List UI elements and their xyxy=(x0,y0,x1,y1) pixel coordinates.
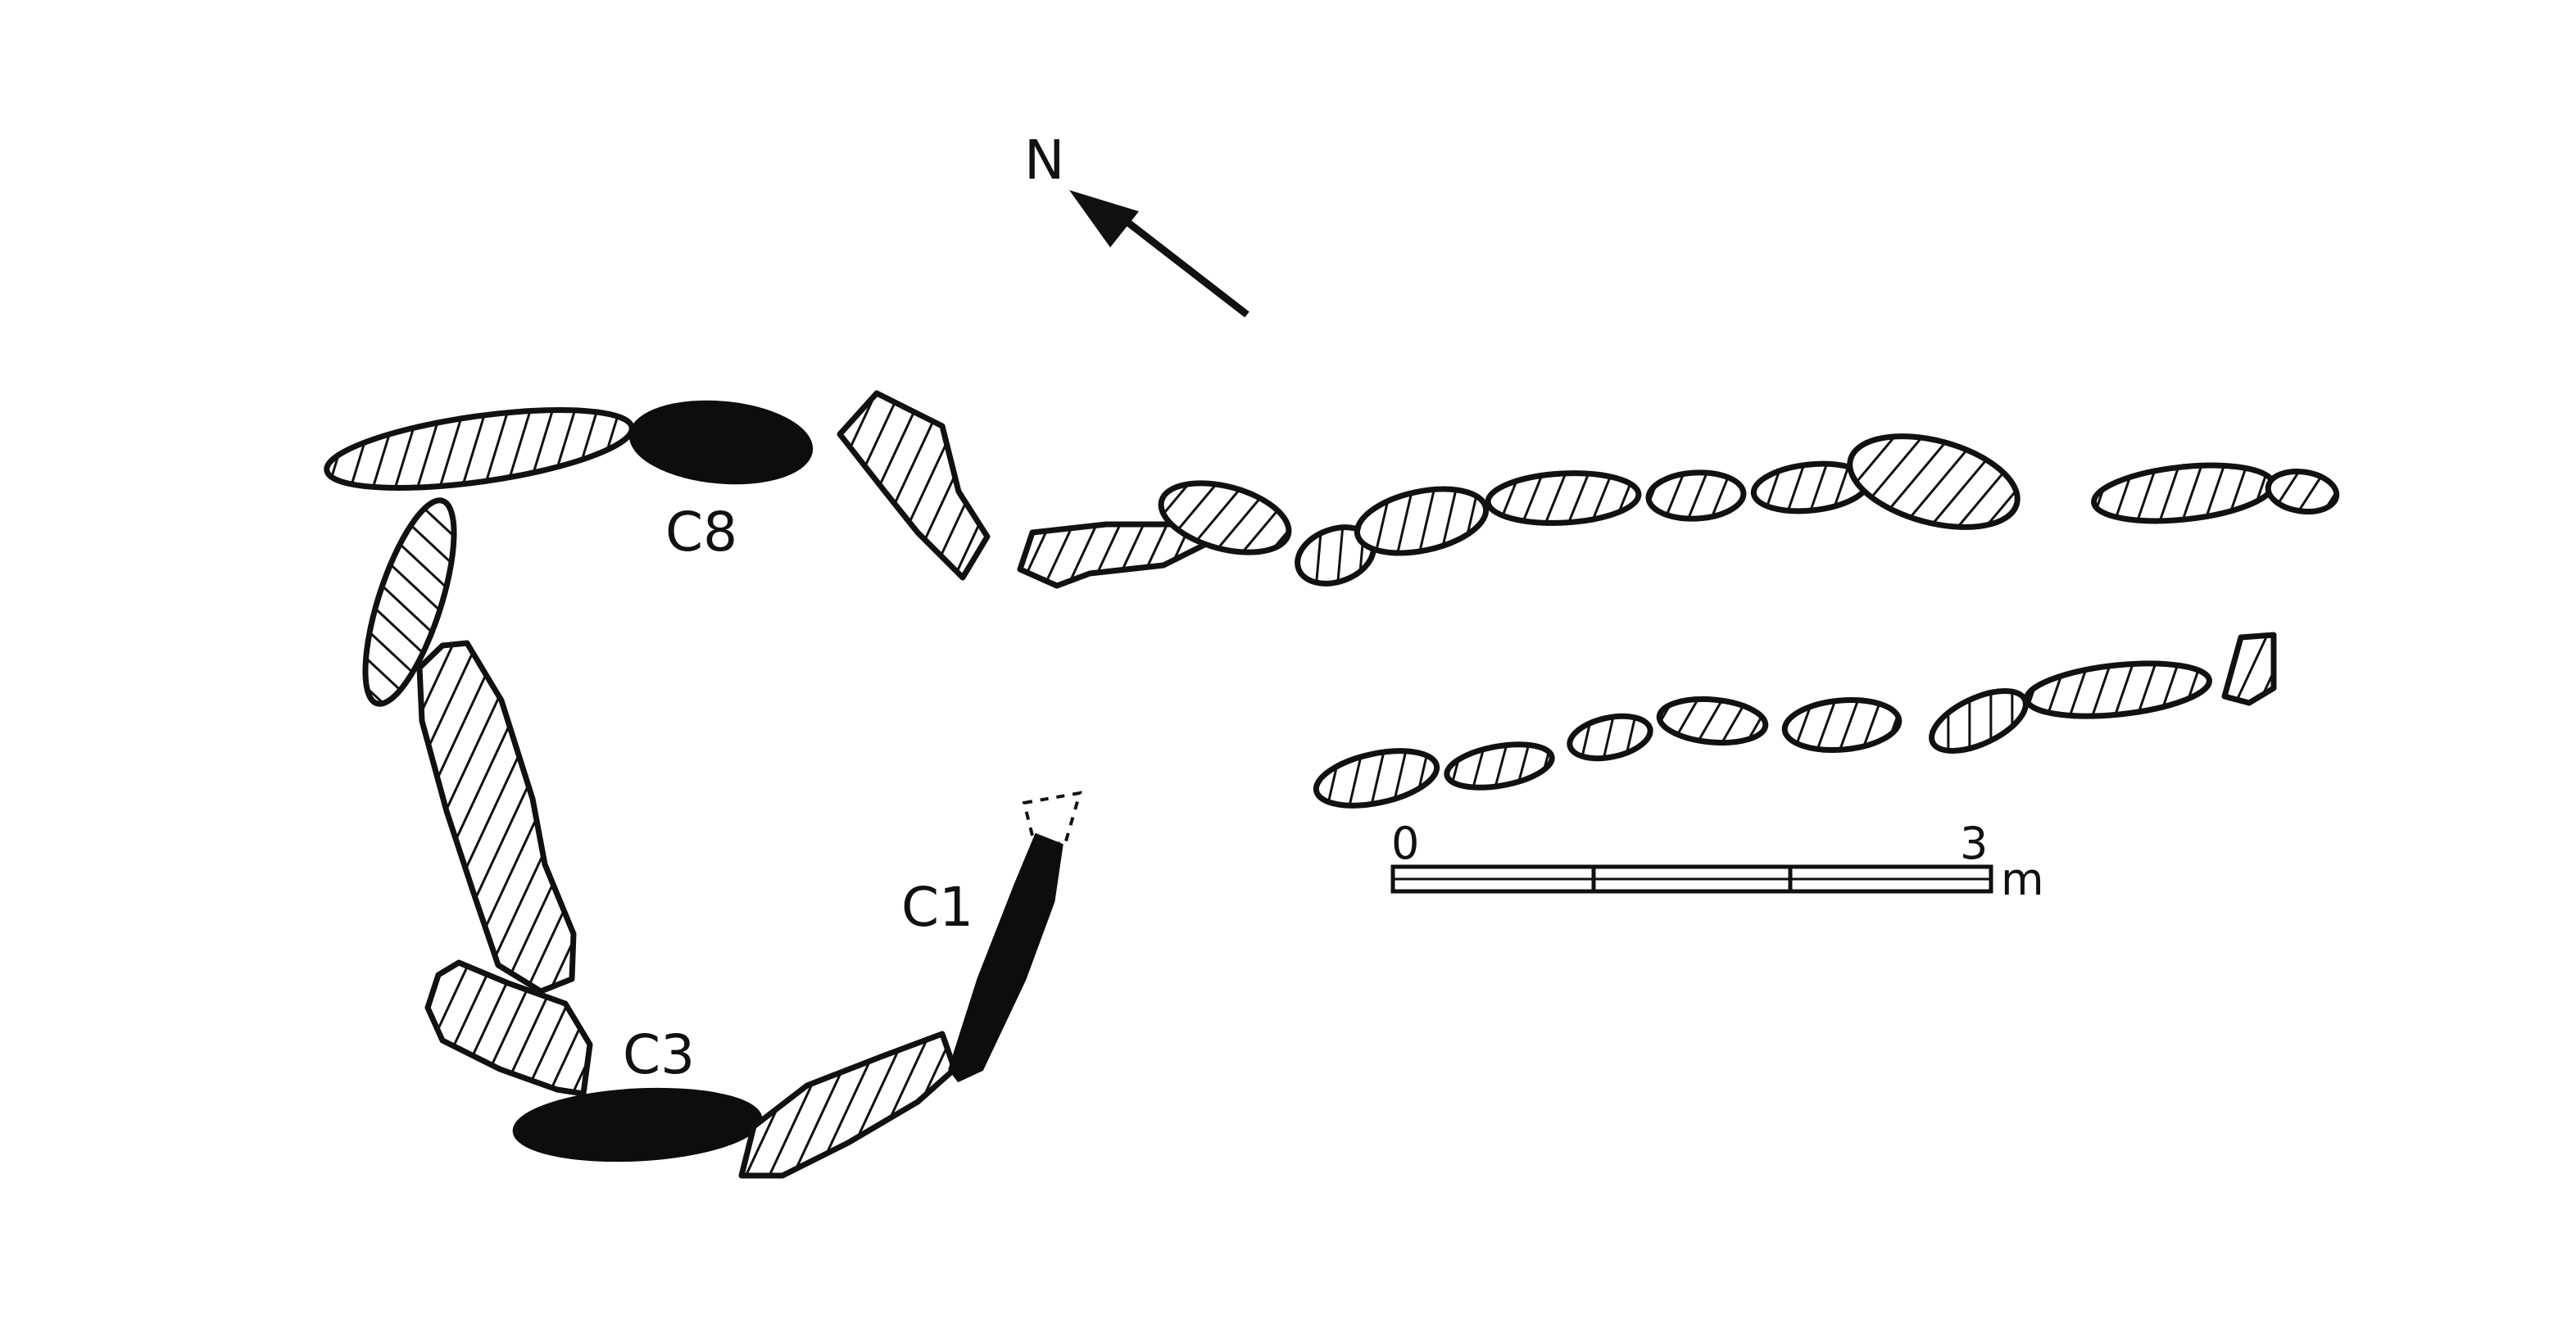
standing-stone-c1 xyxy=(948,832,1064,1083)
stone xyxy=(1656,696,1769,746)
stone xyxy=(1847,433,2020,530)
lower-stone-row xyxy=(1313,632,2277,809)
stone-outline-dashed xyxy=(1022,791,1082,846)
stone xyxy=(1313,748,1440,809)
scale-end: 3 xyxy=(1960,818,1988,869)
upper-stone-row xyxy=(324,390,2340,589)
stone xyxy=(416,640,577,995)
standing-stone-c3 xyxy=(512,1087,763,1163)
stone xyxy=(1158,480,1292,555)
stone xyxy=(2024,660,2212,719)
stone xyxy=(324,407,635,491)
stone xyxy=(2265,469,2340,514)
north-label: N xyxy=(1024,129,1064,192)
stone xyxy=(1485,470,1642,526)
north-arrow-shaft xyxy=(1122,216,1249,318)
scale-start: 0 xyxy=(1391,818,1419,869)
stone xyxy=(1017,521,1208,589)
stone xyxy=(1645,469,1747,522)
stone xyxy=(424,959,593,1097)
label-c1: C1 xyxy=(901,876,973,939)
stone xyxy=(1781,696,1903,754)
stone xyxy=(738,1031,958,1179)
scale-bar: 0 3 m xyxy=(1390,818,2044,905)
stone xyxy=(1929,688,2029,754)
north-arrow: N xyxy=(1024,129,1249,318)
scale-bar-segment xyxy=(1390,864,1596,894)
standing-stone-c8 xyxy=(628,400,814,485)
label-c3: C3 xyxy=(623,1023,695,1086)
stone xyxy=(1354,486,1490,556)
stone xyxy=(2091,462,2276,524)
label-c8: C8 xyxy=(665,501,737,564)
western-stone-curve xyxy=(362,497,1082,1179)
stone xyxy=(1444,741,1555,791)
stone xyxy=(362,497,457,707)
stone xyxy=(1567,713,1653,762)
scale-unit: m xyxy=(2001,854,2044,905)
north-arrow-head xyxy=(1069,190,1139,247)
stone xyxy=(2221,632,2277,706)
scale-bar-segment xyxy=(1788,864,1993,894)
stone xyxy=(837,390,991,581)
